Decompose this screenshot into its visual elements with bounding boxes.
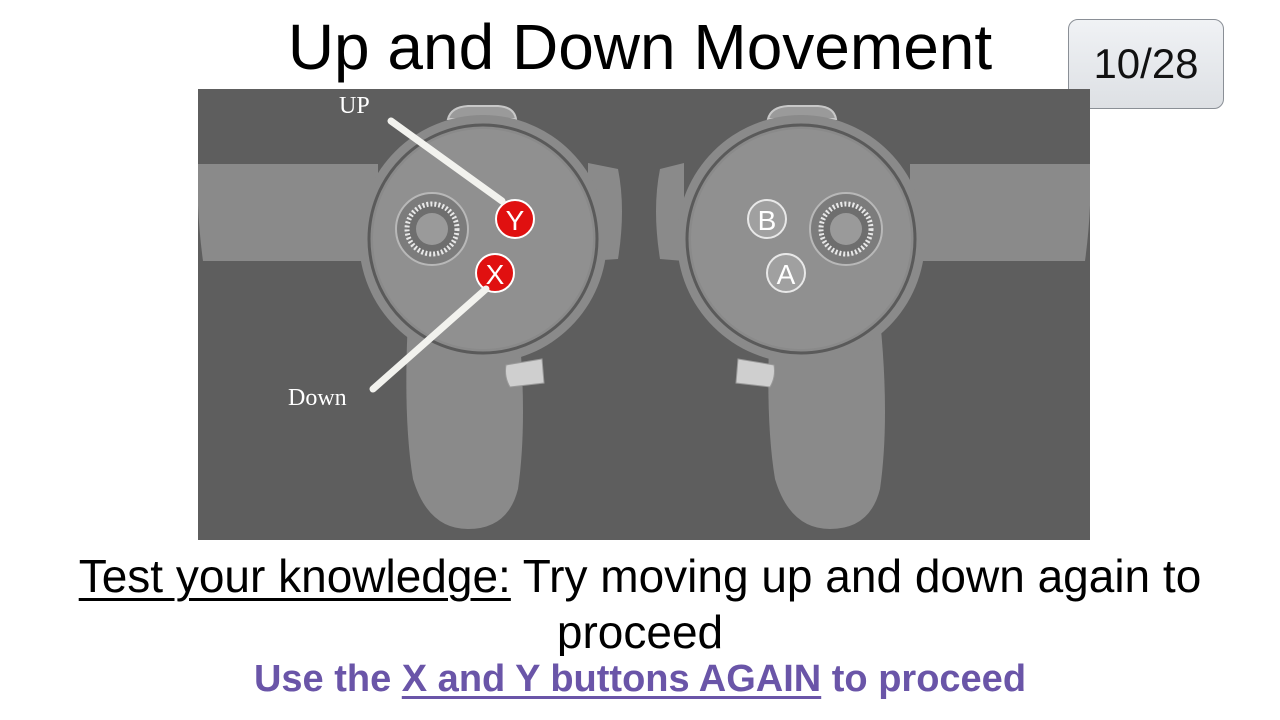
hint-post: to proceed (821, 658, 1027, 700)
left-controller: Y X UP Down (198, 93, 622, 529)
prompt-text: Try moving up and down again to proceed (510, 550, 1202, 656)
hint-key: X and Y buttons AGAIN (401, 658, 822, 700)
y-button-icon: Y (495, 199, 535, 239)
x-button-icon: X (475, 253, 515, 293)
prompt-lead: Test your knowledge: (78, 550, 511, 602)
label-up: UP (339, 93, 370, 119)
svg-text:B: B (758, 205, 777, 236)
instruction-hint: Use the X and Y buttons AGAIN to proceed (0, 658, 1280, 701)
test-prompt: Test your knowledge: Try moving up and d… (40, 548, 1240, 656)
svg-text:Y: Y (506, 205, 525, 236)
a-button-icon: A (766, 253, 806, 293)
b-button-icon: B (747, 199, 787, 239)
right-controller: B A (656, 105, 1090, 529)
callout-up-line (387, 117, 506, 205)
prompt-area: Test your knowledge: Try moving up and d… (0, 540, 1280, 656)
hint-pre: Use the (253, 658, 402, 700)
page-title: Up and Down Movement (287, 11, 993, 83)
controller-diagram: Y X UP Down (198, 89, 1090, 540)
label-down: Down (288, 385, 347, 411)
callout-down-line (369, 285, 490, 393)
svg-text:A: A (777, 259, 796, 290)
slide-counter: 10/28 (1068, 19, 1224, 109)
svg-text:X: X (486, 259, 505, 290)
